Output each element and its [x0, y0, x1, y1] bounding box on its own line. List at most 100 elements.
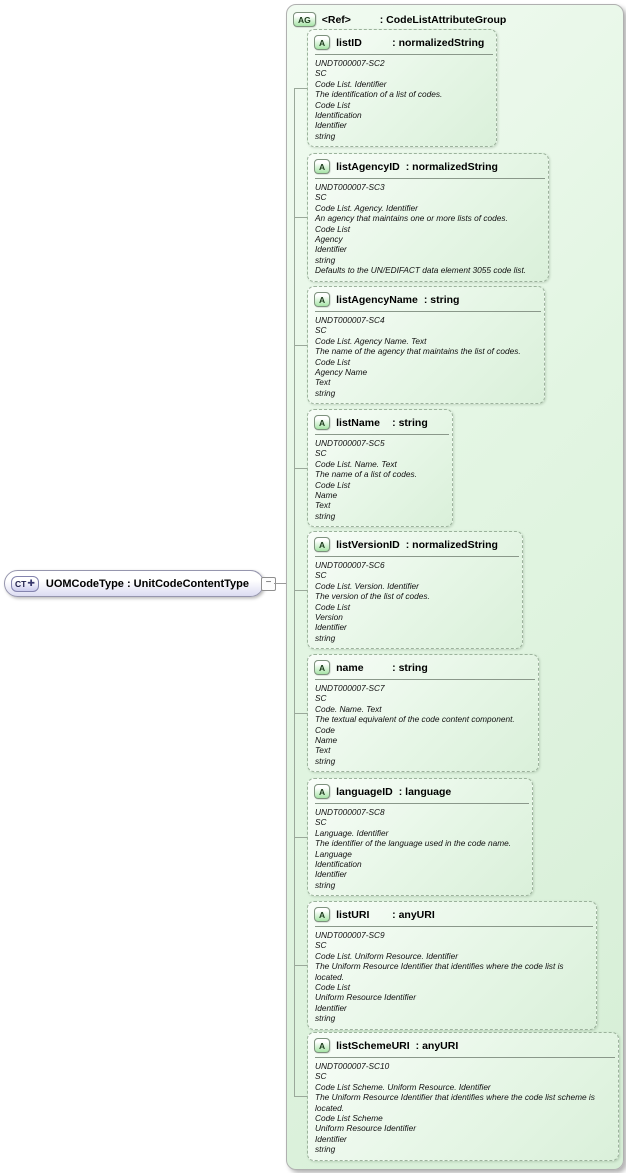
header-separator [315, 434, 449, 435]
attribute-type: string [392, 417, 428, 429]
attribute-node[interactable]: A listSchemeURI anyURI UNDT000007-SC10SC… [307, 1032, 619, 1161]
attribute-detail-line: Identification [315, 110, 362, 121]
attribute-type: normalizedString [406, 539, 498, 551]
attribute-detail-line: UNDT000007-SC10 [315, 1061, 390, 1071]
attribute-detail-line: Uniform Resource Identifier [315, 1123, 416, 1134]
attribute-name: listName [336, 416, 380, 429]
attribute-detail-line: The identifier of the language used in t… [315, 838, 512, 849]
connector-vertical-line [294, 88, 295, 1097]
attribute-detail-line: SC [315, 940, 327, 951]
collapse-toggle[interactable]: − [261, 577, 276, 591]
attribute-detail-line: SC [315, 693, 327, 704]
attribute-detail-line: string [315, 1013, 336, 1024]
attribute-name: listID [336, 36, 362, 49]
attribute-detail-line: Code List [315, 356, 351, 367]
attribute-name: listAgencyID [336, 160, 400, 173]
header-separator [315, 926, 593, 927]
attribute-detail-line: Agency [315, 234, 343, 245]
complex-type-icon: CT ✚ [11, 575, 39, 592]
attribute-header: A listID normalizedString [312, 33, 493, 51]
attribute-detail-line: UNDT000007-SC6 [315, 560, 385, 570]
attribute-detail-line: Code List [315, 223, 351, 234]
attribute-type: normalizedString [392, 37, 485, 49]
attribute-name: languageID [336, 785, 393, 798]
attribute-detail-line: string [315, 510, 336, 521]
attribute-detail-line: Language [315, 848, 352, 859]
attribute-detail-line: Identification [315, 859, 362, 870]
attribute-detail-line: The name of the agency that maintains th… [315, 346, 521, 357]
attribute-detail-line: UNDT000007-SC7 [315, 683, 385, 693]
attribute-detail-line: Code List. Agency. Identifier [315, 202, 418, 213]
attribute-detail-line: Identifier [315, 869, 347, 880]
attribute-detail-line: Code List [315, 601, 351, 612]
connector-stub-line [294, 1096, 307, 1097]
attribute-detail-line: string [315, 387, 336, 398]
attribute-icon: A [314, 415, 331, 430]
attribute-name: listURI [336, 908, 370, 921]
attribute-icon: A [314, 660, 331, 675]
attribute-icon: A [314, 537, 331, 552]
attribute-detail-line: Code List Scheme [315, 1113, 383, 1124]
connector-stub-line [294, 344, 307, 346]
attribute-type: string [424, 294, 459, 306]
attribute-detail-line: string [315, 1144, 336, 1155]
attribute-detail-line: Code List [315, 99, 351, 110]
attribute-detail-line: Name [315, 735, 338, 746]
attribute-detail-line: Code List Scheme. Uniform Resource. Iden… [315, 1081, 491, 1092]
attribute-name: listAgencyName [336, 293, 418, 306]
attribute-detail-line: SC [315, 325, 327, 336]
attribute-detail-line: Code List [315, 982, 351, 993]
attribute-detail-line: Identifier [315, 244, 347, 255]
header-separator [315, 556, 519, 557]
connector-stub-line [294, 712, 307, 714]
attribute-header: A listURI anyURI [312, 905, 593, 923]
complex-type-icon-text: CT [15, 578, 27, 589]
attribute-icon: A [314, 1038, 331, 1053]
header-separator [315, 803, 529, 804]
attribute-detail-line: The name of a list of codes. [315, 469, 417, 480]
attribute-detail-line: Agency Name [315, 367, 368, 378]
attribute-header: A listSchemeURI anyURI [312, 1036, 615, 1054]
connector-stub-line [294, 589, 307, 591]
complex-type-node[interactable]: CT ✚ UOMCodeType : UnitCodeContentType [4, 570, 264, 597]
attribute-detail-line: The identification of a list of codes. [315, 89, 443, 100]
attribute-node[interactable]: A languageID language UNDT000007-SC8SCLa… [307, 778, 533, 897]
attribute-detail-line: UNDT000007-SC9 [315, 930, 385, 940]
attribute-icon: A [314, 35, 331, 50]
attribute-detail-line: SC [315, 1071, 327, 1082]
attribute-detail-line: UNDT000007-SC4 [315, 315, 385, 325]
attribute-detail-line: The version of the list of codes. [315, 591, 430, 602]
attribute-detail-line: string [315, 879, 336, 890]
attribute-detail-line: Identifier [315, 1133, 347, 1144]
attribute-detail-line: Identifier [315, 120, 347, 131]
attribute-group-node[interactable]: AG <Ref> CodeListAttributeGroup A listID… [286, 4, 624, 1170]
attribute-icon: A [314, 784, 331, 799]
header-separator [315, 54, 493, 55]
attribute-detail-line: UNDT000007-SC5 [315, 438, 385, 448]
connector-stub-line [294, 87, 307, 89]
attribute-detail-line: Uniform Resource Identifier [315, 992, 416, 1003]
header-separator [315, 679, 535, 680]
attribute-detail-line: Code List. Name. Text [315, 458, 397, 469]
attribute-detail-line: UNDT000007-SC8 [315, 807, 385, 817]
connector-stub-line [294, 836, 307, 838]
attribute-node[interactable]: A listAgencyID normalizedString UNDT0000… [307, 153, 549, 282]
attribute-name: listVersionID [336, 538, 400, 551]
attribute-type: language [399, 786, 451, 798]
attribute-detail-line: Defaults to the UN/EDIFACT data element … [315, 265, 527, 276]
attribute-node[interactable]: A listID normalizedString UNDT000007-SC2… [307, 29, 497, 148]
plus-icon: ✚ [27, 578, 35, 588]
attribute-node[interactable]: A listVersionID normalizedString UNDT000… [307, 531, 523, 650]
attribute-header: A listName string [312, 413, 449, 431]
attribute-node[interactable]: A listAgencyName string UNDT000007-SC4SC… [307, 286, 545, 405]
attribute-detail-line: SC [315, 192, 327, 203]
